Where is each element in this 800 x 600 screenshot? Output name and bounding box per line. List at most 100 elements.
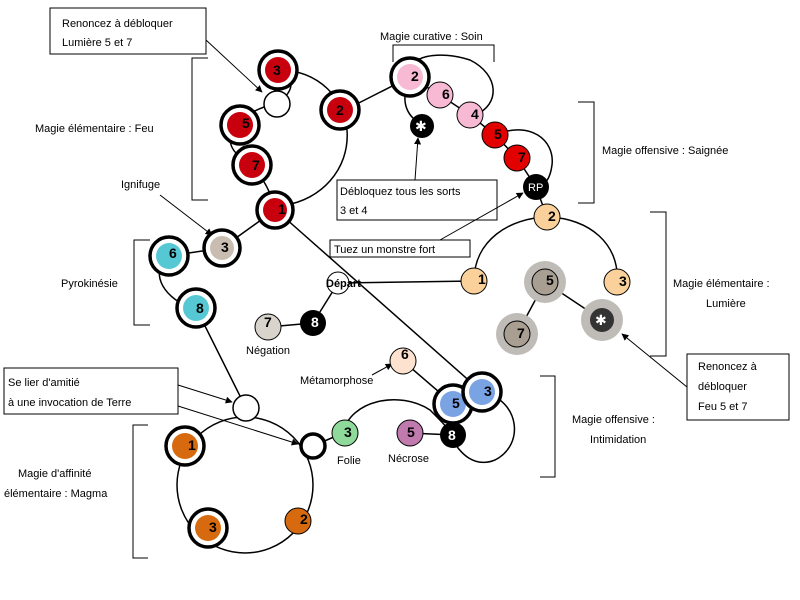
group-magma-line1: Magie d'affinité [18,468,91,480]
svg-text:3: 3 [209,519,217,535]
group-lumiere-line1: Magie élémentaire : [673,278,770,290]
feu-loop [277,69,348,206]
node-ign3: 3 [202,228,242,268]
svg-text:1: 1 [188,437,196,453]
node-folie3: 3 [331,419,359,447]
note-lier-line1: Se lier d'amitié [8,377,80,389]
svg-text:4: 4 [471,106,479,122]
node-feu1: 1 [255,190,295,230]
node-mag3: 3 [187,507,229,549]
note-tuez: Tuez un monstre fort [334,244,435,256]
group-feu: Magie élémentaire : Feu [35,123,154,135]
node-int3: 3 [461,371,503,413]
arrow-feu57 [621,333,688,388]
svg-text:3: 3 [221,239,229,255]
note-feu57-line2: débloquer [698,381,747,393]
node-neg8: 8 [300,310,326,336]
group-saignee: Magie offensive : Saignée [602,145,728,157]
svg-text:8: 8 [448,427,456,443]
arrow-metamorphose [371,363,393,376]
svg-text:7: 7 [252,157,260,173]
node-soin2: 2 [389,56,431,98]
rp-label: RP [528,182,543,194]
node-feu5: 5 [219,104,261,146]
arrow-debloquez [414,137,422,181]
node-feu3: 3 [257,49,299,91]
svg-text:5: 5 [452,395,460,411]
node-sai5: 5 [481,121,509,149]
node-pyro6: 6 [148,235,190,277]
arrow-lumiere57 [205,39,263,93]
svg-text:1: 1 [478,271,486,287]
node-soin4: 4 [456,101,484,129]
node-nec8: 8 [440,422,466,448]
node-lum7: 7 [496,313,538,355]
svg-text:3: 3 [344,424,352,440]
arrows [159,39,688,446]
feu1-intimidation-link [284,217,483,393]
node-feu-empty [263,90,291,118]
node-magma-entry [232,394,260,422]
svg-text:3: 3 [484,383,492,399]
svg-text:2: 2 [300,511,308,527]
node-nec5: 5 [396,419,424,447]
svg-text:7: 7 [518,149,526,165]
depart-lumiere-link [337,280,475,284]
label-ignifuge: Ignifuge [121,179,160,191]
node-sai7: 7 [503,144,531,172]
group-magma-line2: élémentaire : Magma [4,488,108,500]
svg-text:7: 7 [517,325,525,341]
node-neg7: 7 [254,313,282,341]
arrow-tuez [439,192,524,241]
svg-text:7: 7 [264,314,272,330]
note-debloquez-line1: Débloquez tous les sorts [340,186,461,198]
svg-text:5: 5 [407,424,415,440]
node-lum1: 1 [460,267,488,295]
intimidation-loop [449,391,516,464]
svg-text:1: 1 [278,201,286,217]
svg-text:5: 5 [242,115,250,131]
svg-text:5: 5 [494,126,502,142]
note-lumiere57-line1: Renoncez à débloquer [62,18,173,30]
node-lum5: 5 [524,261,566,303]
label-metamorphose: Métamorphose [300,375,373,387]
svg-text:6: 6 [401,346,409,362]
node-lum-locked: ✱ [581,299,623,341]
node-folie-entry [299,432,327,460]
group-soin: Magie curative : Soin [380,31,483,43]
node-labels: Ignifuge Négation Métamorphose Folie Néc… [121,179,429,467]
group-intimidation-line2: Intimidation [590,434,646,446]
svg-text:2: 2 [411,68,419,84]
node-meta6: 6 [389,346,417,375]
group-lumiere-line2: Lumière [706,298,746,310]
svg-text:6: 6 [169,245,177,261]
nodes: 3 2 5 7 1 2 6 4 ✱ 5 7 RP 2 1 3 5 7 ✱ 3 6… [148,49,631,549]
notes: Renoncez à débloquer Lumière 5 et 7 Débl… [3,7,790,421]
svg-text:8: 8 [311,314,319,330]
label-necrose: Nécrose [388,453,429,465]
group-labels: Magie élémentaire : Feu Magie curative :… [4,31,770,500]
note-lier-line2: à une invocation de Terre [8,397,131,409]
svg-text:2: 2 [548,208,556,224]
note-debloquez-line2: 3 et 4 [340,205,368,217]
node-feu7: 7 [231,144,273,186]
brackets [132,44,667,559]
note-feu57-line1: Renoncez à [698,361,758,373]
node-soin-locked: ✱ [410,114,434,138]
group-pyro: Pyrokinésie [61,278,118,290]
svg-text:6: 6 [442,86,450,102]
node-lum3: 3 [603,268,631,296]
note-lumiere57-line2: Lumière 5 et 7 [62,37,132,49]
svg-text:5: 5 [546,272,554,288]
arrow-ignifuge [159,194,213,236]
svg-text:3: 3 [273,62,281,78]
lock-icon: ✱ [415,118,427,134]
svg-text:8: 8 [196,300,204,316]
svg-text:3: 3 [619,273,627,289]
node-lum2: 2 [533,203,561,231]
arrow-lier-1 [177,384,233,404]
node-rp: RP [523,174,549,200]
lock-icon: ✱ [595,312,607,328]
label-folie: Folie [337,455,361,467]
